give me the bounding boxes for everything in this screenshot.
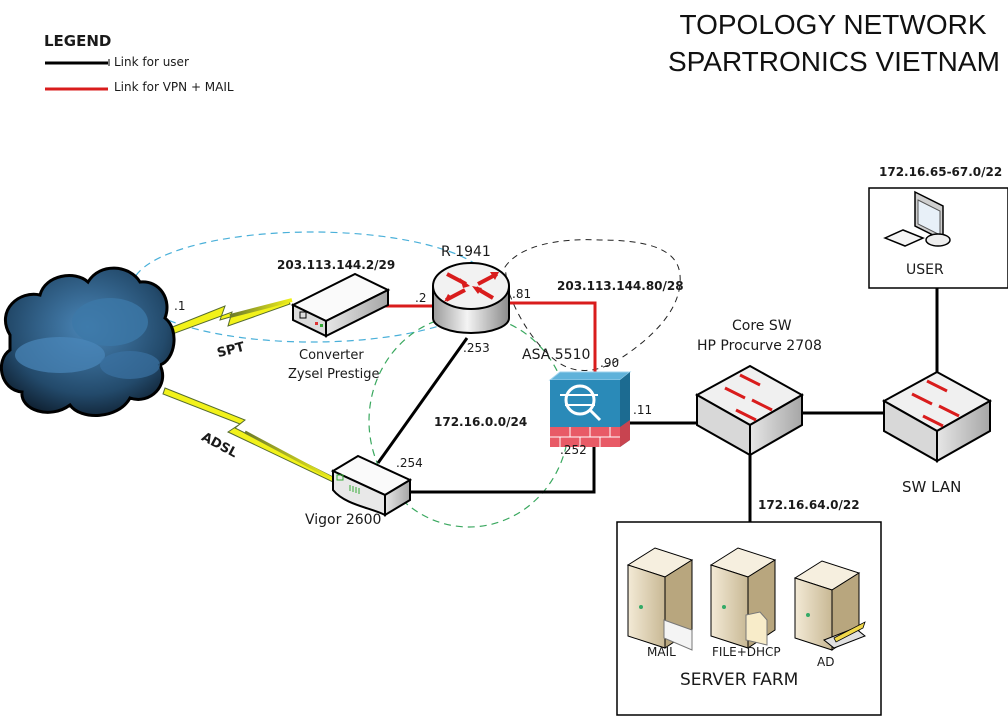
lan-switch-icon (881, 370, 993, 463)
core-switch-icon (694, 364, 805, 457)
legend-item-vpn: Link for VPN + MAIL (114, 80, 234, 94)
ip-asa-inside: .11 (633, 403, 653, 417)
router-icon (432, 262, 510, 334)
link-vigor-asa (410, 445, 596, 494)
converter-label-line2: Zysel Prestige (288, 367, 380, 382)
spt-lightning-link (164, 298, 293, 337)
server-farm-box (616, 521, 882, 716)
ip-router-wan: .2 (415, 291, 427, 305)
ip-router-dmz: .81 (512, 287, 532, 301)
ip-asa-outside: .90 (600, 356, 620, 370)
vigor-router-icon (330, 454, 413, 517)
lan-switch-label: SW LAN (902, 478, 962, 496)
ip-router-lan: .253 (463, 341, 490, 355)
internet-cloud-icon (0, 266, 176, 417)
ip-isp: .1 (174, 299, 186, 313)
user-zone-box (868, 187, 1008, 289)
ip-vigor-lan: .254 (396, 456, 423, 470)
ip-asa-lan: .252 (560, 443, 587, 457)
user-label: USER (906, 262, 944, 278)
asa-firewall-icon (548, 371, 632, 447)
legend-item-user: Link for user (114, 55, 189, 69)
diagram-title-line1: TOPOLOGY NETWORK (679, 9, 987, 40)
converter-modem-icon (290, 272, 391, 338)
core-switch-label-line2: HP Procurve 2708 (697, 338, 822, 354)
converter-label-line1: Converter (299, 348, 364, 363)
user-network-label: 172.16.65-67.0/22 (879, 165, 1003, 179)
server-label-mail: MAIL (647, 645, 676, 659)
server-label-ad: AD (817, 655, 835, 669)
legend-heading: LEGEND (44, 32, 112, 50)
dmz-network-label: 203.113.144.80/28 (557, 279, 684, 293)
router-label: R 1941 (441, 244, 491, 260)
server-label-file-dhcp: FILE+DHCP (712, 645, 781, 659)
file-server-icon (709, 547, 777, 649)
server-farm-label: SERVER FARM (680, 670, 799, 690)
adsl-lightning-link (162, 387, 336, 483)
asa-label: ASA 5510 (522, 347, 591, 363)
dmz-zone-outline (504, 239, 681, 371)
vigor-label: Vigor 2600 (305, 512, 382, 528)
transit-network-label: 172.16.0.0/24 (434, 415, 528, 429)
mail-server-icon (626, 547, 694, 651)
link-router-vigor (376, 337, 469, 464)
directory-server-icon (793, 560, 866, 651)
wan-network-label: 203.113.144.2/29 (277, 258, 396, 272)
core-switch-label-line1: Core SW (732, 318, 792, 334)
workstation-icon (883, 190, 951, 247)
diagram-title-line2: SPARTRONICS VIETNAM (668, 46, 1000, 77)
server-network-label: 172.16.64.0/22 (758, 498, 860, 512)
link-router-asa (509, 301, 597, 372)
